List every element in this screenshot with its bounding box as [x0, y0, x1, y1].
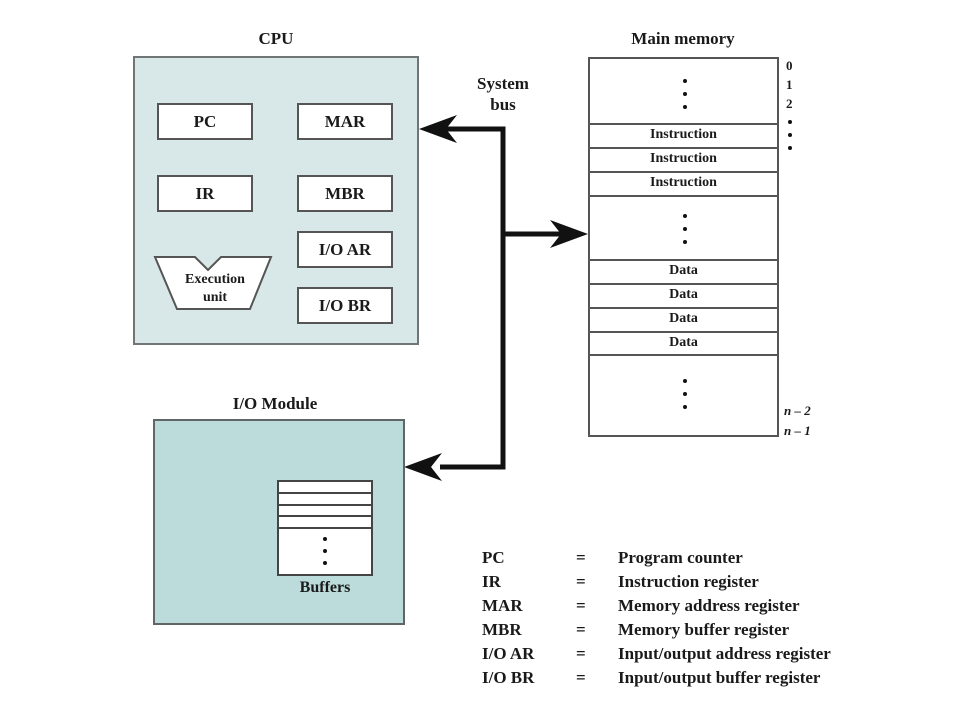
legend-meaning: Memory buffer register	[618, 620, 790, 639]
legend-equals: =	[576, 668, 586, 687]
ellipsis-dot	[323, 561, 327, 565]
address-n-minus-1: n – 1	[784, 423, 811, 438]
cpu-block: PC MAR IR MBR I/O AR I/O BR	[133, 56, 419, 345]
buffer-divider	[279, 504, 371, 506]
buffer-divider	[279, 515, 371, 517]
legend-meaning: Instruction register	[618, 572, 759, 591]
register-mbr: MBR	[297, 175, 393, 212]
ellipsis-dot	[683, 105, 687, 109]
memory-cell-data: Data	[590, 307, 777, 329]
cpu-title: CPU	[258, 29, 294, 48]
buffers-block	[277, 480, 373, 576]
buffers-label: Buffers	[299, 579, 351, 596]
address-ellipsis-dot	[788, 146, 792, 150]
legend-abbr: MBR	[482, 620, 522, 639]
ellipsis-dot	[683, 240, 687, 244]
arrow-to-io-icon	[404, 453, 442, 481]
legend: PC = Program counter IR = Instruction re…	[482, 548, 882, 698]
ellipsis-dot	[323, 549, 327, 553]
ellipsis-dot	[323, 537, 327, 541]
ellipsis-dot	[683, 79, 687, 83]
system-bus-label: System bus	[463, 73, 543, 115]
memory-cell-instruction: Instruction	[590, 171, 777, 193]
legend-meaning: Input/output buffer register	[618, 668, 821, 687]
register-io-br: I/O BR	[297, 287, 393, 324]
arrow-to-memory-icon	[550, 220, 588, 248]
address-ellipsis-dot	[788, 120, 792, 124]
legend-equals: =	[576, 644, 586, 663]
legend-equals: =	[576, 572, 586, 591]
address-0: 0	[786, 58, 793, 73]
memory-cell-data: Data	[590, 283, 777, 305]
system-bus-label-line1: System	[477, 74, 529, 93]
register-mar: MAR	[297, 103, 393, 140]
legend-meaning: Input/output address register	[618, 644, 831, 663]
address-2: 2	[786, 96, 793, 111]
legend-equals: =	[576, 620, 586, 639]
ellipsis-dot	[683, 379, 687, 383]
legend-meaning: Program counter	[618, 548, 743, 567]
execution-unit-label: Execution unit	[170, 271, 260, 307]
legend-equals: =	[576, 596, 586, 615]
bus-line-main	[440, 126, 506, 470]
execution-unit-label-line2: unit	[202, 290, 228, 305]
ellipsis-dot	[683, 405, 687, 409]
buffer-divider	[279, 492, 371, 494]
address-1: 1	[786, 77, 793, 92]
register-ir: IR	[157, 175, 253, 212]
memory-divider	[590, 195, 777, 197]
legend-meaning: Memory address register	[618, 596, 800, 615]
legend-abbr: I/O BR	[482, 668, 535, 687]
legend-abbr: MAR	[482, 596, 523, 615]
memory-cell-instruction: Instruction	[590, 123, 777, 145]
register-pc: PC	[157, 103, 253, 140]
arrow-to-cpu-icon	[419, 115, 457, 143]
execution-unit-label-line1: Execution	[185, 272, 245, 287]
address-ellipsis-dot	[788, 133, 792, 137]
memory-cell-data: Data	[590, 331, 777, 353]
legend-abbr: IR	[482, 572, 501, 591]
memory-cell-instruction: Instruction	[590, 147, 777, 169]
legend-equals: =	[576, 548, 586, 567]
buffer-divider	[279, 527, 371, 529]
ellipsis-dot	[683, 227, 687, 231]
ellipsis-dot	[683, 92, 687, 96]
memory-divider	[590, 354, 777, 356]
ellipsis-dot	[683, 214, 687, 218]
memory-cell-data: Data	[590, 259, 777, 281]
system-bus-label-line2: bus	[490, 95, 516, 114]
address-n-minus-2: n – 2	[784, 403, 811, 418]
main-memory-block: Instruction Instruction Instruction Data…	[588, 57, 779, 437]
io-module-title: I/O Module	[232, 394, 318, 413]
legend-abbr: PC	[482, 548, 505, 567]
ellipsis-dot	[683, 392, 687, 396]
main-memory-title: Main memory	[631, 29, 735, 48]
register-io-ar: I/O AR	[297, 231, 393, 268]
legend-abbr: I/O AR	[482, 644, 535, 663]
